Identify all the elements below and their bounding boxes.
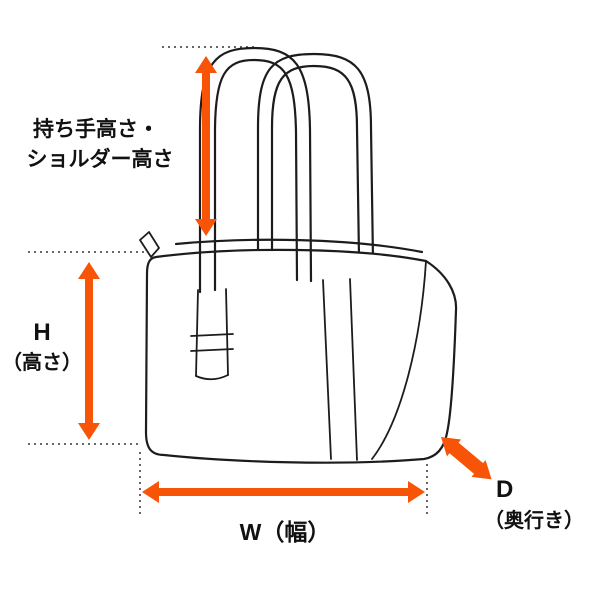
- handle-height-label-line2: ショルダー高さ: [27, 147, 174, 171]
- bag-straps: [190, 278, 358, 461]
- depth-sub-label: （奥行き）: [484, 508, 584, 532]
- rear-handle-outer: [256, 52, 375, 272]
- height-sub-label: （高さ）: [2, 350, 82, 374]
- labels: 持ち手高さ・ ショルダー高さ H （高さ） W（幅） D （奥行き）: [2, 117, 584, 545]
- depth-letter-label: D: [496, 476, 513, 503]
- left-strap-band-bottom: [190, 348, 234, 352]
- zipper-pull: [139, 231, 160, 258]
- right-strap-outer: [322, 279, 332, 460]
- left-strap-cap: [195, 374, 229, 381]
- bag-front-seam: [371, 260, 427, 460]
- left-strap-inner: [225, 288, 229, 376]
- width-label: W（幅）: [240, 519, 331, 545]
- bag-body: [144, 248, 458, 464]
- guide-lines: [28, 46, 428, 514]
- rear-handle-inner: [270, 64, 361, 268]
- bag-drawing: [139, 46, 458, 464]
- right-strap-inner: [349, 278, 358, 461]
- left-strap-band-top: [190, 333, 234, 337]
- depth-arrow: [441, 437, 492, 480]
- left-strap-outer: [195, 289, 199, 377]
- handle-height-label-line1: 持ち手高さ・: [33, 117, 159, 141]
- handle-height-arrow: [195, 56, 217, 236]
- height-letter-label: H: [33, 319, 50, 346]
- height-arrow: [78, 262, 100, 440]
- dimension-arrows: [78, 56, 492, 503]
- bag-back-top-edge: [174, 238, 424, 254]
- width-arrow: [142, 481, 425, 503]
- front-handle-inner: [213, 58, 299, 292]
